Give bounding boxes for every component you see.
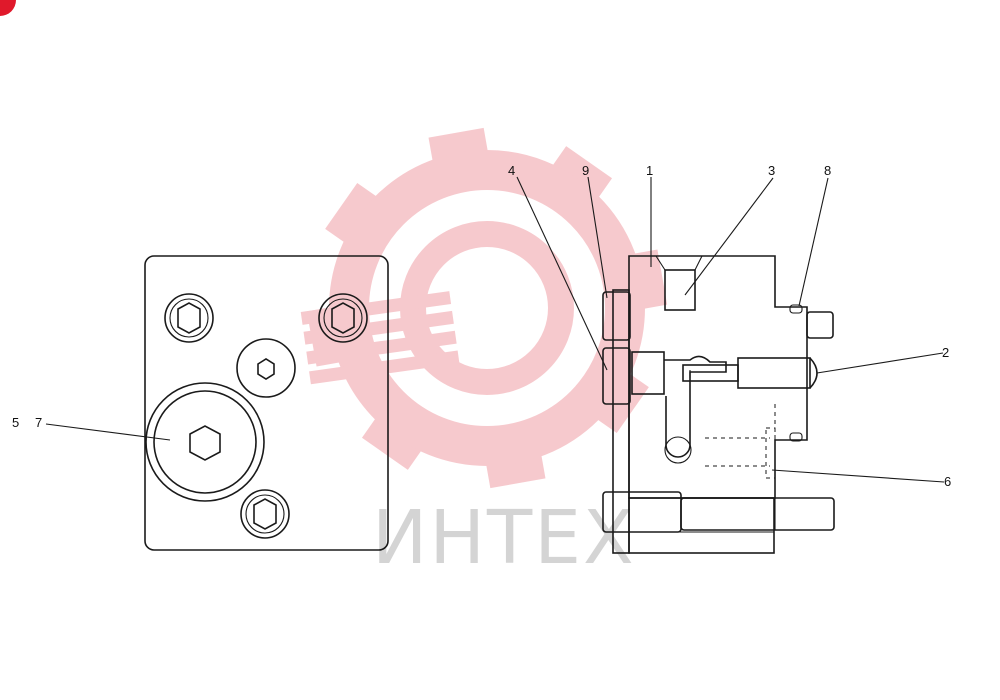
plug-small (236, 338, 296, 398)
long-bolt-shank (680, 497, 835, 531)
watermark-text: ИНТЕХ (372, 495, 636, 581)
plug-part-3 (664, 269, 696, 311)
callout-8: 8 (824, 163, 831, 178)
base-plate (628, 497, 775, 554)
callout-4: 4 (508, 163, 515, 178)
front-plate-outline (144, 255, 389, 551)
front-view (144, 255, 389, 551)
callout-1: 1 (646, 163, 653, 178)
leader-lines (45, 176, 945, 483)
bolt-top-left (164, 293, 214, 343)
piston-part-2 (682, 357, 818, 389)
callout-5: 5 (12, 415, 19, 430)
watermark-gear-logo (300, 127, 668, 489)
bolt-bottom (240, 489, 290, 539)
side-view (602, 255, 835, 554)
bolt-head-upper (602, 291, 631, 341)
callout-6: 6 (944, 474, 951, 489)
callout-7: 7 (35, 415, 42, 430)
plug-large (145, 382, 265, 502)
plug-part-9 (631, 351, 665, 395)
bolt-head-lower (602, 347, 631, 405)
side-plate (612, 289, 630, 554)
bolt-top-right (318, 293, 368, 343)
callout-3: 3 (768, 163, 775, 178)
corner-badge-icon (0, 0, 16, 16)
callout-2: 2 (942, 345, 949, 360)
internal-bore (664, 355, 727, 458)
callout-9: 9 (582, 163, 589, 178)
stud-upper (806, 311, 834, 339)
o-ring-8 (789, 304, 803, 314)
